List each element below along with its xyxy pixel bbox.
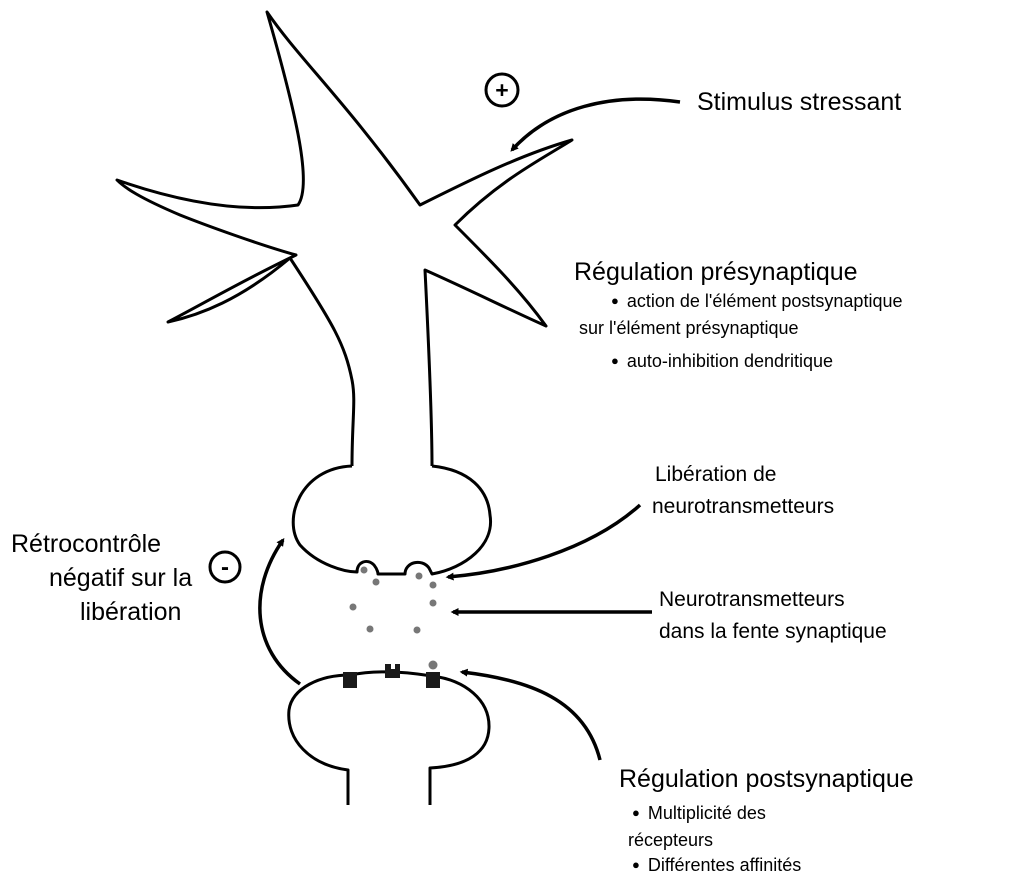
- cleft-label-line1: Neurotransmetteurs: [659, 584, 845, 616]
- presynaptic-title: Régulation présynaptique: [574, 258, 858, 287]
- neurotransmitter: [414, 627, 421, 634]
- presynaptic-terminal: [293, 466, 490, 574]
- postsynaptic-bullet-2: Différentes affinités: [632, 855, 801, 876]
- receptor: [426, 672, 440, 688]
- feedback-label-line2: négatif sur la: [49, 564, 192, 593]
- presynaptic-bullet-1: action de l'élément postsynaptique: [611, 291, 902, 312]
- presynaptic-bullet-2: auto-inhibition dendritique: [611, 351, 833, 372]
- feedback-label-line1: Rétrocontrôle: [11, 530, 161, 559]
- neurotransmitter: [350, 604, 357, 611]
- postsynaptic-bullet-1-cont: récepteurs: [628, 830, 713, 851]
- postsynaptic-bullet-1: Multiplicité des: [632, 803, 766, 824]
- neurotransmitter: [367, 626, 374, 633]
- cleft-label-line2: dans la fente synaptique: [659, 616, 887, 648]
- stimulus-arrow: [512, 99, 680, 150]
- feedback-arrow: [260, 540, 300, 684]
- receptor: [385, 664, 400, 678]
- bound-neurotransmitter: [429, 661, 438, 670]
- feedback-label-line3: libération: [80, 598, 181, 627]
- plus-sign-text: +: [495, 77, 508, 103]
- neurotransmitter: [373, 579, 380, 586]
- receptor: [343, 672, 357, 688]
- postsynaptic-neuron: [289, 672, 489, 805]
- minus-sign-text: -: [221, 554, 229, 581]
- neurotransmitters: [350, 567, 437, 634]
- release-arrow: [448, 505, 640, 577]
- presynaptic-bullet-1-cont: sur l'élément présynaptique: [579, 318, 799, 339]
- release-label-line1: Libération de: [655, 459, 776, 491]
- stimulus-label: Stimulus stressant: [697, 88, 901, 117]
- postsynaptic-title: Régulation postsynaptique: [619, 765, 914, 794]
- release-label-line2: neurotransmetteurs: [652, 491, 834, 523]
- neurotransmitter: [416, 573, 423, 580]
- plus-sign-icon: +: [486, 74, 518, 106]
- minus-sign-icon: -: [210, 552, 240, 582]
- neurotransmitter: [361, 567, 368, 574]
- neurotransmitter: [430, 582, 437, 589]
- neurotransmitter: [430, 600, 437, 607]
